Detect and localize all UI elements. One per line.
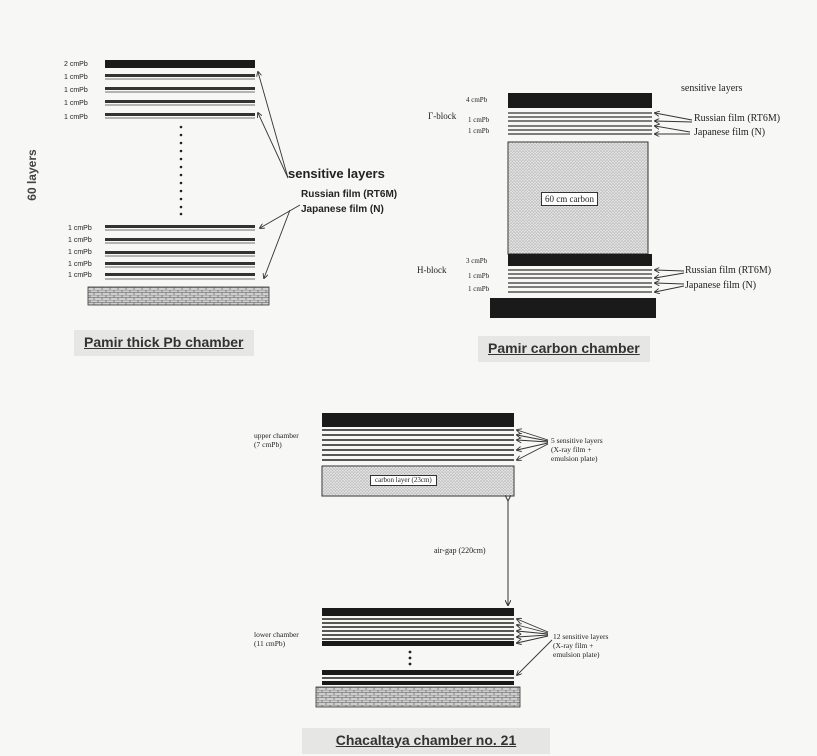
plate-label: 1 cmPb: [64, 74, 88, 81]
lead-plate: [105, 74, 255, 77]
lead-plate: [105, 262, 255, 265]
lead-plate: [105, 238, 255, 241]
plate-label: 1 cmPb: [468, 127, 490, 135]
label-line: (11 cmPb): [254, 639, 286, 648]
plate-label: 1 cmPb: [468, 272, 490, 280]
layers-count-label: 60 layers: [25, 149, 39, 201]
lower-lead: [322, 608, 514, 616]
label-line: (X-ray film +: [553, 641, 594, 650]
plate-label: 1 cmPb: [68, 261, 92, 268]
label-line: emulsion plate): [553, 650, 600, 659]
plate-label: 3 cmPb: [466, 257, 488, 265]
continuation-dots: [408, 650, 412, 666]
label-line: 12 sensitive layers: [553, 632, 609, 641]
chacaltaya-chamber: [315, 413, 553, 708]
plate-label: 2 cmPb: [64, 61, 88, 68]
lead-plate-2cm: [105, 60, 255, 68]
russian-film-label: Russian film (RT6M): [685, 265, 772, 276]
caption-pamir-carbon: Pamir carbon chamber: [478, 336, 650, 362]
japanese-film-label: Japanese film (N): [694, 127, 766, 138]
sensitive-layers-label: sensitive layers: [288, 166, 385, 181]
label-line: 5 sensitive layers: [551, 436, 603, 445]
carbon-layer-label: carbon layer (23cm): [370, 475, 437, 486]
russian-film-label: Russian film (RT6M): [301, 189, 398, 200]
lead-plate: [105, 273, 255, 276]
lower-sensitive-label: 12 sensitive layers (X-ray film + emulsi…: [553, 632, 608, 659]
base-brick: [87, 286, 270, 306]
h-lead-3cm: [508, 254, 652, 266]
base-block: [490, 298, 656, 318]
upper-sensitive-label: 5 sensitive layers (X-ray film + emulsio…: [551, 436, 603, 463]
caption-text: Pamir carbon chamber: [488, 340, 640, 356]
lead-plate: [105, 113, 255, 116]
caption-pamir-pb: Pamir thick Pb chamber: [74, 330, 254, 356]
lower-chamber-label: lower chamber (11 cmPb): [254, 630, 299, 648]
label-line: upper chamber: [254, 431, 299, 440]
gamma-lead-4cm: [508, 93, 652, 108]
caption-text: Pamir thick Pb chamber: [84, 334, 244, 350]
upper-lead: [322, 413, 514, 427]
lower-lead: [322, 670, 514, 675]
h-block-label: H-block: [417, 265, 447, 275]
lead-plate: [105, 251, 255, 254]
plate-label: 1 cmPb: [68, 249, 92, 256]
lead-plate: [105, 87, 255, 90]
plate-label: 1 cmPb: [468, 285, 490, 293]
caption-chacaltaya: Chacaltaya chamber no. 21: [302, 728, 550, 754]
plate-label: 1 cmPb: [68, 237, 92, 244]
upper-chamber-label: upper chamber (7 cmPb): [254, 431, 299, 449]
japanese-film-label: Japanese film (N): [685, 280, 757, 291]
lead-plate: [105, 100, 255, 103]
pointer-arrows: [655, 113, 693, 292]
carbon-block-label: 60 cm carbon: [541, 192, 598, 206]
japanese-film-label: Japanese film (N): [301, 204, 384, 215]
label-line: lower chamber: [254, 630, 299, 639]
plate-label: 1 cmPb: [64, 100, 88, 107]
plate-label: 1 cmPb: [68, 225, 92, 232]
label-line: emulsion plate): [551, 454, 598, 463]
plate-label: 4 cmPb: [466, 96, 488, 104]
label-line: (X-ray film +: [551, 445, 592, 454]
plate-label: 1 cmPb: [64, 87, 88, 94]
russian-film-label: Russian film (RT6M): [694, 113, 781, 124]
sensitive-layers-label: sensitive layers: [681, 83, 743, 94]
continuation-dots: [179, 125, 183, 216]
plate-label: 1 cmPb: [68, 272, 92, 279]
caption-text: Chacaltaya chamber no. 21: [335, 732, 517, 748]
air-gap-label: air-gap (220cm): [434, 546, 486, 555]
pamir-pb-chamber: [87, 60, 301, 306]
plate-label: 1 cmPb: [468, 116, 490, 124]
lead-plate: [105, 225, 255, 228]
plate-label: 1 cmPb: [64, 114, 88, 121]
pointer-arrows: [258, 72, 301, 278]
label-line: (7 cmPb): [254, 440, 282, 449]
pointer-arrows: [517, 430, 553, 675]
base-brick: [315, 686, 521, 708]
pamir-carbon-chamber: [490, 93, 693, 318]
gamma-block-label: Γ-block: [428, 111, 457, 121]
